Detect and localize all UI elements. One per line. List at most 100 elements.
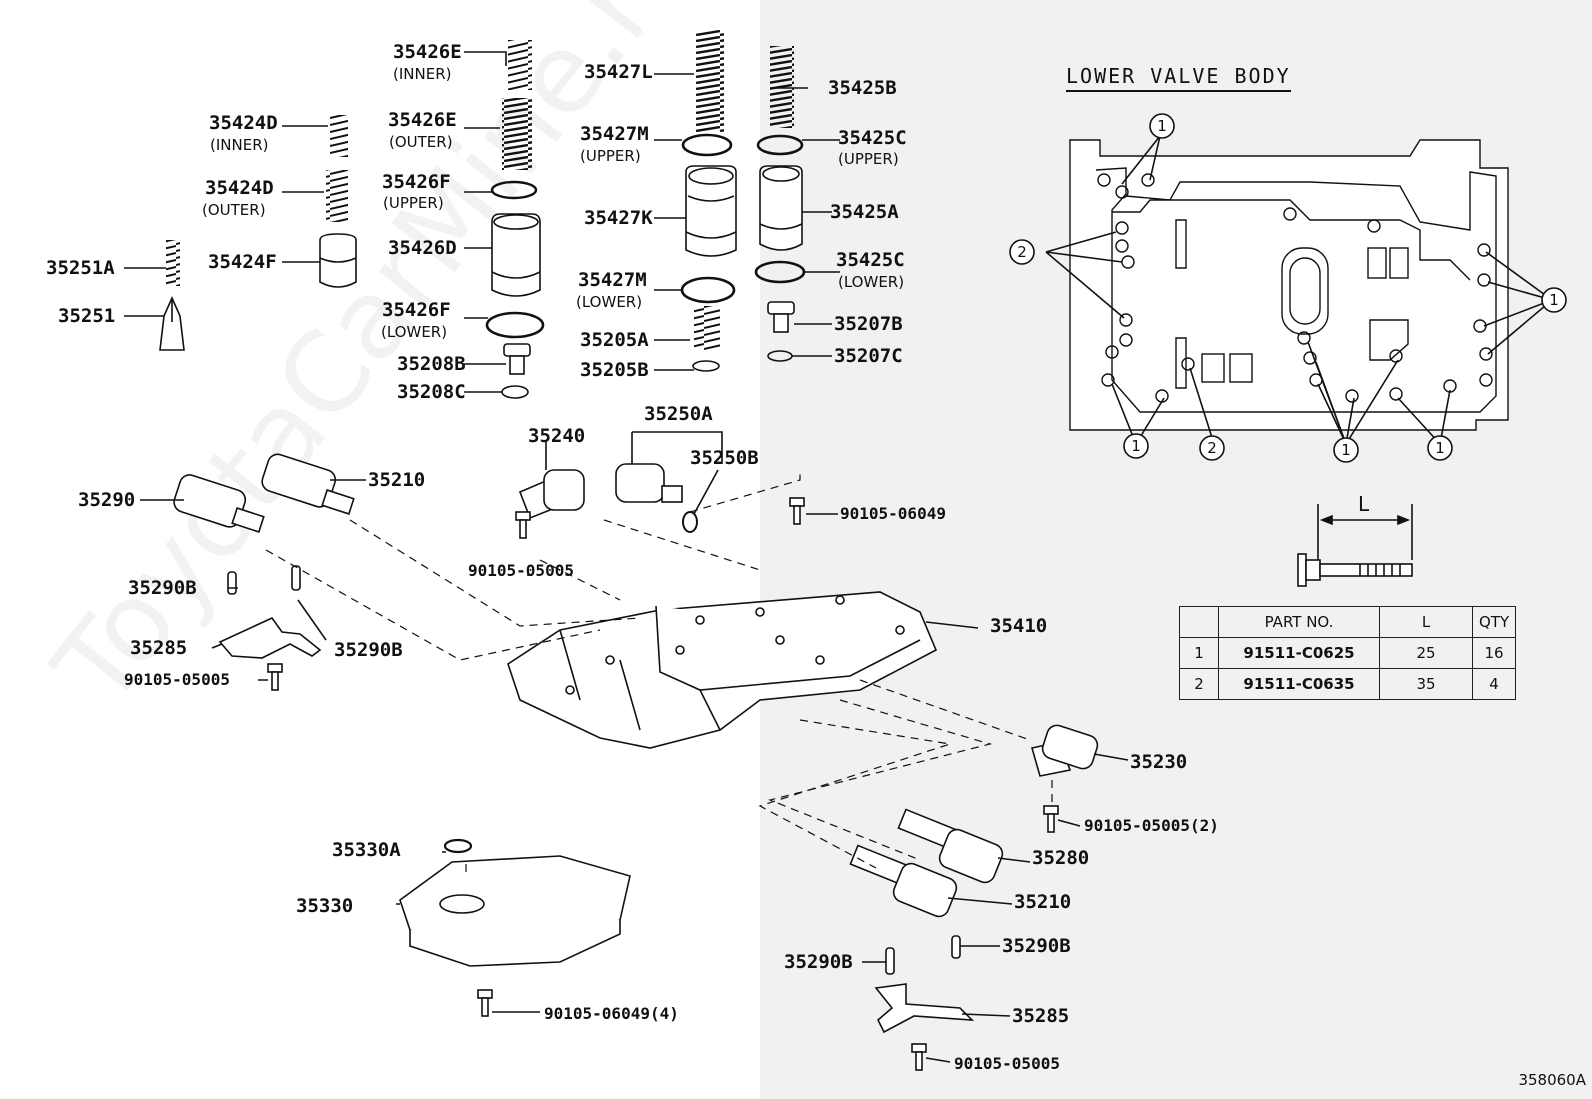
label-35290B-b: 35290B <box>334 639 403 661</box>
label-35425C-upper-sub: (UPPER) <box>838 150 899 168</box>
row-length: 35 <box>1379 668 1473 700</box>
solenoid-35210-bottom <box>849 844 958 918</box>
dimension-label: L <box>1358 492 1370 516</box>
label-35205A: 35205A <box>580 329 649 351</box>
callout-2-left: 2 <box>1017 243 1027 261</box>
label-35427M-upper-sub: (UPPER) <box>580 147 641 165</box>
label-90105-05005-c: 90105-05005 <box>954 1054 1060 1073</box>
label-35290: 35290 <box>78 489 136 511</box>
label-35250B: 35250B <box>690 447 759 469</box>
oil-strainer-35330 <box>399 855 631 967</box>
label-35330: 35330 <box>296 895 354 917</box>
label-35426F-lower-sub: (LOWER) <box>381 323 448 341</box>
label-35426E-outer-sub: (OUTER) <box>389 133 453 151</box>
solenoid-35280 <box>897 808 1004 884</box>
bracket-35285-b <box>874 983 975 1034</box>
label-35427K: 35427K <box>584 207 653 229</box>
oring-35426F-upper <box>490 180 538 200</box>
solenoid-35250A <box>615 463 683 503</box>
bolt-table: PART NO. L QTY 1 91511-C0625 25 16 2 915… <box>1179 606 1517 700</box>
bolt-90105-05005-b <box>267 663 283 691</box>
bracket-35285-a <box>218 616 322 659</box>
label-35425C-lower-sub: (LOWER) <box>838 273 905 291</box>
oring-35425C-upper <box>756 134 804 156</box>
oring-35250B <box>682 511 698 533</box>
pin-35290B-b <box>291 565 301 591</box>
label-35426D: 35426D <box>388 237 457 259</box>
valve-body-35410 <box>507 591 938 749</box>
solenoid-35210-top <box>261 453 355 515</box>
label-35426E-inner-sub: (INNER) <box>393 65 452 83</box>
inset-callout-markers <box>1009 113 1567 463</box>
sleeve-35426D <box>491 213 541 297</box>
label-90105-05005-2: 90105-05005(2) <box>1084 816 1219 835</box>
spring-35425B <box>770 46 794 128</box>
label-35208C: 35208C <box>397 381 466 403</box>
label-35207C: 35207C <box>834 345 903 367</box>
spring-35251A <box>166 240 180 286</box>
row-index: 1 <box>1179 637 1219 669</box>
label-35425A: 35425A <box>830 201 899 223</box>
label-35425C-lower: 35425C <box>836 249 905 271</box>
oring-35330A <box>443 838 473 854</box>
pin-35290B-c <box>951 935 961 959</box>
label-35290B-a: 35290B <box>128 577 197 599</box>
spring-35424D-outer <box>326 170 348 222</box>
label-35426F-upper: 35426F <box>382 171 451 193</box>
inset-title: LOWER VALVE BODY <box>1066 64 1291 92</box>
label-35427M-lower: 35427M <box>578 269 647 291</box>
sleeve-35425A <box>759 165 803 251</box>
pin-35290B-d <box>885 947 895 975</box>
row-qty: 16 <box>1471 637 1517 669</box>
bolt-90105-05005-a <box>515 511 531 539</box>
header-part-no: PART NO. <box>1218 606 1380 638</box>
callout-2-bottom: 2 <box>1207 439 1217 457</box>
oring-35426F-lower <box>485 311 545 339</box>
label-90105-06049: 90105-06049 <box>840 504 946 523</box>
label-35427L: 35427L <box>584 61 653 83</box>
row-qty: 4 <box>1471 668 1517 700</box>
callout-1-bottom-c: 1 <box>1435 439 1445 457</box>
label-35427M-upper: 35427M <box>580 123 649 145</box>
header-index <box>1179 606 1219 638</box>
oring-35427M-upper <box>681 133 733 157</box>
label-35425C-upper: 35425C <box>838 127 907 149</box>
label-35285-b: 35285 <box>1012 1005 1070 1027</box>
label-35427M-lower-sub: (LOWER) <box>576 293 643 311</box>
oring-35207C <box>767 350 793 362</box>
label-35207B: 35207B <box>834 313 903 335</box>
spring-35427L <box>696 30 724 132</box>
oring-35208C <box>501 385 529 399</box>
label-35424D-inner-sub: (INNER) <box>210 136 269 154</box>
oring-35427M-lower <box>680 276 736 304</box>
spring-35426E-inner <box>508 40 532 90</box>
label-35290B-d: 35290B <box>784 951 853 973</box>
label-35250A: 35250A <box>644 403 713 425</box>
solenoid-35230 <box>1030 724 1099 777</box>
sleeve-35427K <box>685 165 737 257</box>
header-qty: QTY <box>1471 606 1517 638</box>
plug-35207B <box>767 301 795 333</box>
solenoid-35290 <box>173 474 265 533</box>
bolt-90105-06049-4 <box>477 989 493 1017</box>
label-35410: 35410 <box>990 615 1048 637</box>
bolt-table-header: PART NO. L QTY <box>1179 606 1517 638</box>
inset-lower-valve-body <box>1069 139 1509 431</box>
callout-1-bottom-a: 1 <box>1131 437 1141 455</box>
row-part-no: 91511-C0625 <box>1218 637 1380 669</box>
oring-35205B <box>692 360 720 372</box>
bolt-length-diagram <box>1297 504 1413 587</box>
label-35240: 35240 <box>528 425 586 447</box>
label-35251A: 35251A <box>46 257 115 279</box>
label-35251: 35251 <box>58 305 116 327</box>
label-35205B: 35205B <box>580 359 649 381</box>
label-35426F-lower: 35426F <box>382 299 451 321</box>
bolt-90105-05005-c <box>911 1043 927 1071</box>
label-35426E-outer: 35426E <box>388 109 457 131</box>
label-90105-06049-4: 90105-06049(4) <box>544 1004 679 1023</box>
label-35330A: 35330A <box>332 839 401 861</box>
pin-35290B-a <box>227 571 237 595</box>
spring-35205A <box>694 306 720 350</box>
label-35424F: 35424F <box>208 251 277 273</box>
